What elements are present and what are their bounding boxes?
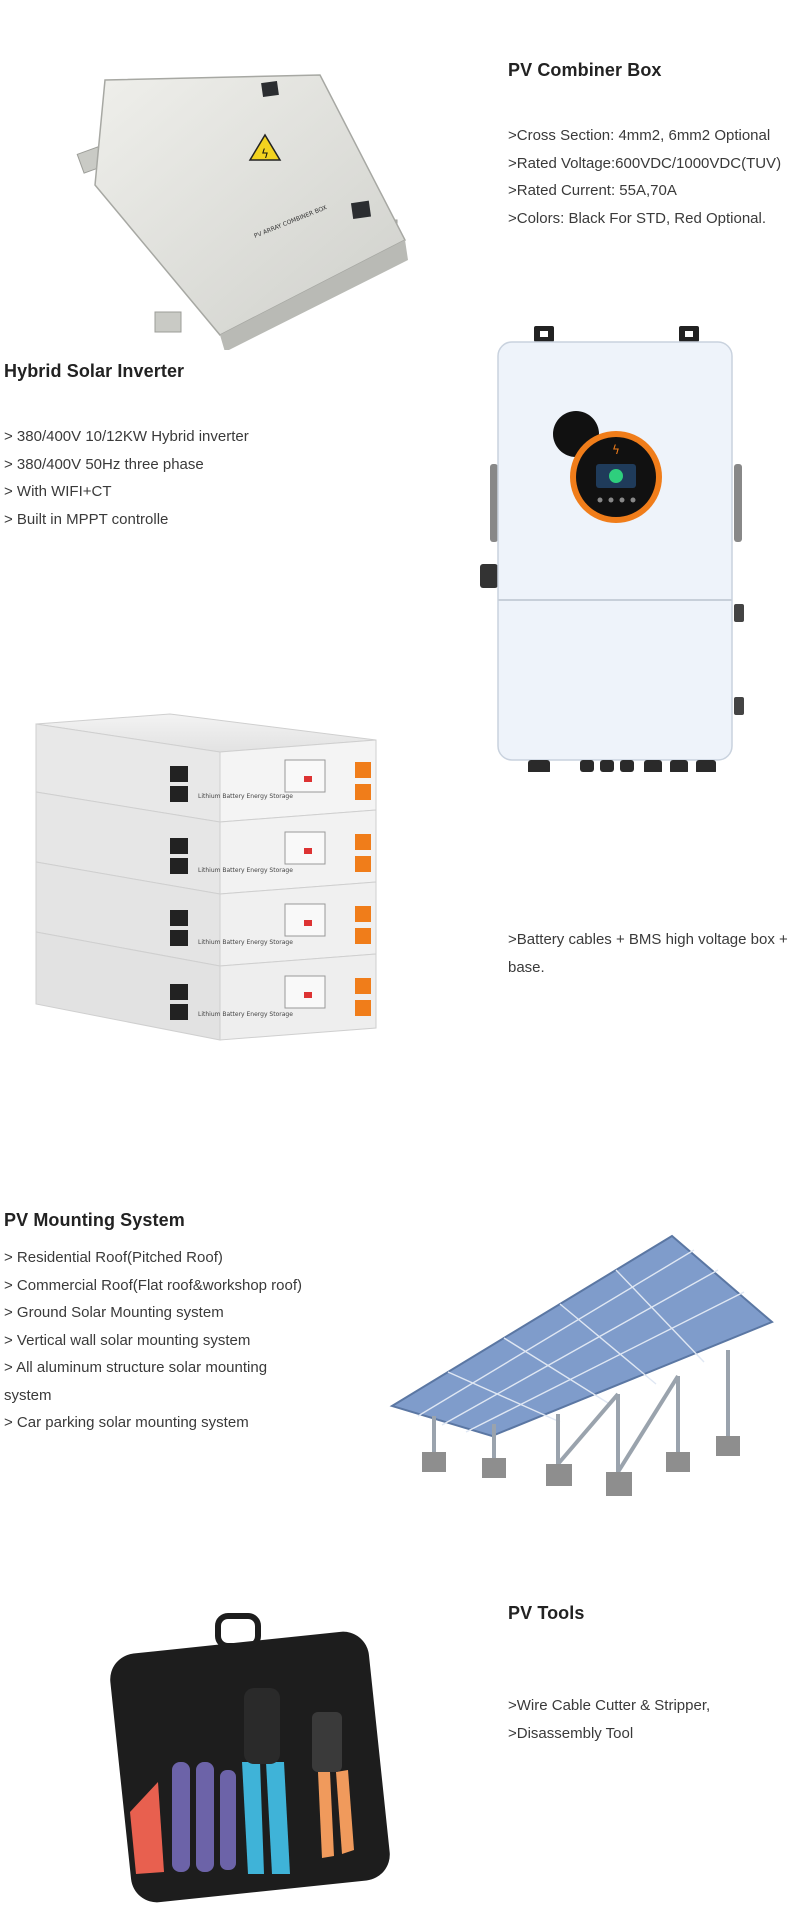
combiner-title: PV Combiner Box [508,60,662,80]
mounting-line: > Car parking solar mounting system [4,1414,249,1431]
mounting-line: > Residential Roof(Pitched Roof) [4,1249,223,1266]
svg-text:Lithium Battery Energy Storage: Lithium Battery Energy Storage [198,867,293,874]
svg-text:ϟ: ϟ [612,443,620,457]
combiner-specs: >Cross Section: 4mm2, 6mm2 Optional >Rat… [508,122,781,232]
combiner-spec-line: >Rated Voltage:600VDC/1000VDC(TUV) [508,154,782,172]
tools-title: PV Tools [508,1603,585,1623]
tools-line: >Wire Cable Cutter & Stripper, [508,1697,711,1714]
svg-text:Lithium Battery Energy Storage: Lithium Battery Energy Storage [198,1011,293,1018]
inverter-spec-line: > 380/400V 50Hz three phase [4,455,204,473]
hybrid-inverter-image: ϟ [476,322,746,772]
tools-list: >Wire Cable Cutter & Stripper, >Disassem… [508,1692,710,1747]
combiner-spec-line: >Rated Current: 55A,70A [508,182,677,199]
tools-line: >Disassembly Tool [508,1724,634,1742]
battery-line: >Battery cables + BMS high voltage box + [508,931,788,948]
combiner-spec-line: >Cross Section: 4mm2, 6mm2 Optional [508,127,771,144]
inverter-title: Hybrid Solar Inverter [4,361,185,381]
inverter-specs: > 380/400V 10/12KW Hybrid inverter > 380… [4,423,249,533]
mounting-types: > Residential Roof(Pitched Roof) > Comme… [4,1244,304,1437]
pv-tools-image [100,1612,400,1912]
mounting-line: > Vertical wall solar mounting system [4,1331,251,1349]
svg-text:Lithium Battery Energy Storage: Lithium Battery Energy Storage [198,939,293,946]
inverter-spec-line: > Built in MPPT controlle [4,510,169,528]
battery-line: base. [508,958,545,976]
mounting-title: PV Mounting System [4,1210,185,1230]
mounting-line: > Ground Solar Mounting system [4,1304,224,1321]
battery-description: >Battery cables + BMS high voltage box +… [508,926,810,981]
solar-mounting-image [382,1226,782,1506]
mounting-line: > Commercial Roof(Flat roof&workshop roo… [4,1276,303,1294]
svg-text:ϟ: ϟ [261,147,269,161]
inverter-spec-line: > With WIFI+CT [4,483,112,500]
svg-text:Lithium Battery Energy Storage: Lithium Battery Energy Storage [198,793,293,800]
battery-stack-image: Lithium Battery Energy Storage Lithium B… [30,710,390,1080]
combiner-box-image: ϟ PV ARRAY COMBINER BOX [60,60,420,350]
inverter-spec-line: > 380/400V 10/12KW Hybrid inverter [4,428,249,445]
mounting-line: > All aluminum structure solar mounting … [4,1359,268,1404]
combiner-spec-line: >Colors: Black For STD, Red Optional. [508,209,767,227]
